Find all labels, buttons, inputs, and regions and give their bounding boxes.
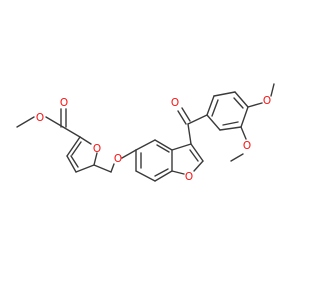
atom-o-ester-carbonyl: O	[60, 97, 68, 109]
bond-ar-c5-c6	[219, 126, 242, 131]
bond-furan-c5-c4	[75, 164, 95, 173]
bond-ketone-double-b	[181, 107, 191, 122]
bond-furan-o-c5	[93, 152, 98, 166]
bond-furan-c4-c3-inner	[70, 155, 79, 168]
bond-bz-c5-c4	[135, 139, 156, 151]
bond-ch2-o	[110, 163, 115, 173]
bond-ar-c1-c2	[206, 95, 215, 116]
bond-bz-c7a-c7	[154, 170, 173, 182]
atom-o-benzofuran: O	[185, 171, 193, 183]
bond-bz-c4-c3a	[154, 139, 173, 151]
bond-ar-c4-o	[247, 102, 263, 108]
bond-ar-c6-c1	[206, 114, 221, 131]
bond-o-methyl-3	[230, 153, 244, 162]
atom-o-ether: O	[114, 153, 122, 165]
atom-o-ketone: O	[171, 97, 179, 109]
bond-bz-c7a-c7-inner	[154, 168, 169, 177]
bond-bf-c3-carbonyl	[187, 123, 192, 145]
bond-bz-c4-c3a-inner	[156, 144, 170, 153]
bond-o-carbonyl-c	[45, 116, 64, 128]
bond-furan-c4-c3	[66, 155, 77, 173]
bond-lines	[16, 83, 275, 182]
bond-ar-c5-c6-inner	[222, 121, 239, 126]
chemical-structure-diagram: O O O O O O O O	[16, 83, 275, 183]
bond-o-methyl-4	[270, 83, 275, 97]
atom-o-ester-methoxy: O	[36, 112, 44, 124]
bond-bf-o-c7a	[171, 170, 185, 175]
bond-bz-c7-c6	[135, 170, 156, 182]
bond-furan-ch2	[93, 164, 112, 173]
bond-bf-c3-c2-inner	[189, 149, 199, 162]
bond-ar-c4-c5	[240, 106, 249, 128]
bond-carbonyl-aryl	[187, 114, 208, 125]
bond-ar-c5-o	[240, 126, 247, 140]
bond-ar-c2-c3	[213, 91, 236, 97]
bond-furan-c3-c2	[66, 136, 81, 157]
bond-ar-c1-c2-inner	[211, 99, 219, 117]
bond-o-benzofuran	[121, 149, 137, 159]
atom-labels: O O O O O O O O	[36, 95, 271, 183]
atom-o-methoxy-3: O	[243, 140, 251, 152]
bond-ketone-double-a	[177, 110, 187, 125]
bond-carbonyl-c-furan	[62, 126, 81, 138]
bond-bf-c2-o	[193, 160, 204, 172]
bond-methyl-o	[16, 116, 35, 128]
bond-furan-c2-o	[79, 136, 92, 145]
bond-furan-c3-c2-inner	[71, 141, 82, 156]
bond-bf-c3-c2	[190, 143, 204, 162]
bond-bf-c3a-c3	[171, 143, 192, 151]
bond-ar-c3-c4	[234, 91, 249, 108]
bond-ar-c3-c4-inner	[233, 97, 244, 109]
atom-o-methoxy-4: O	[263, 95, 271, 107]
atom-o-furan: O	[93, 143, 101, 155]
